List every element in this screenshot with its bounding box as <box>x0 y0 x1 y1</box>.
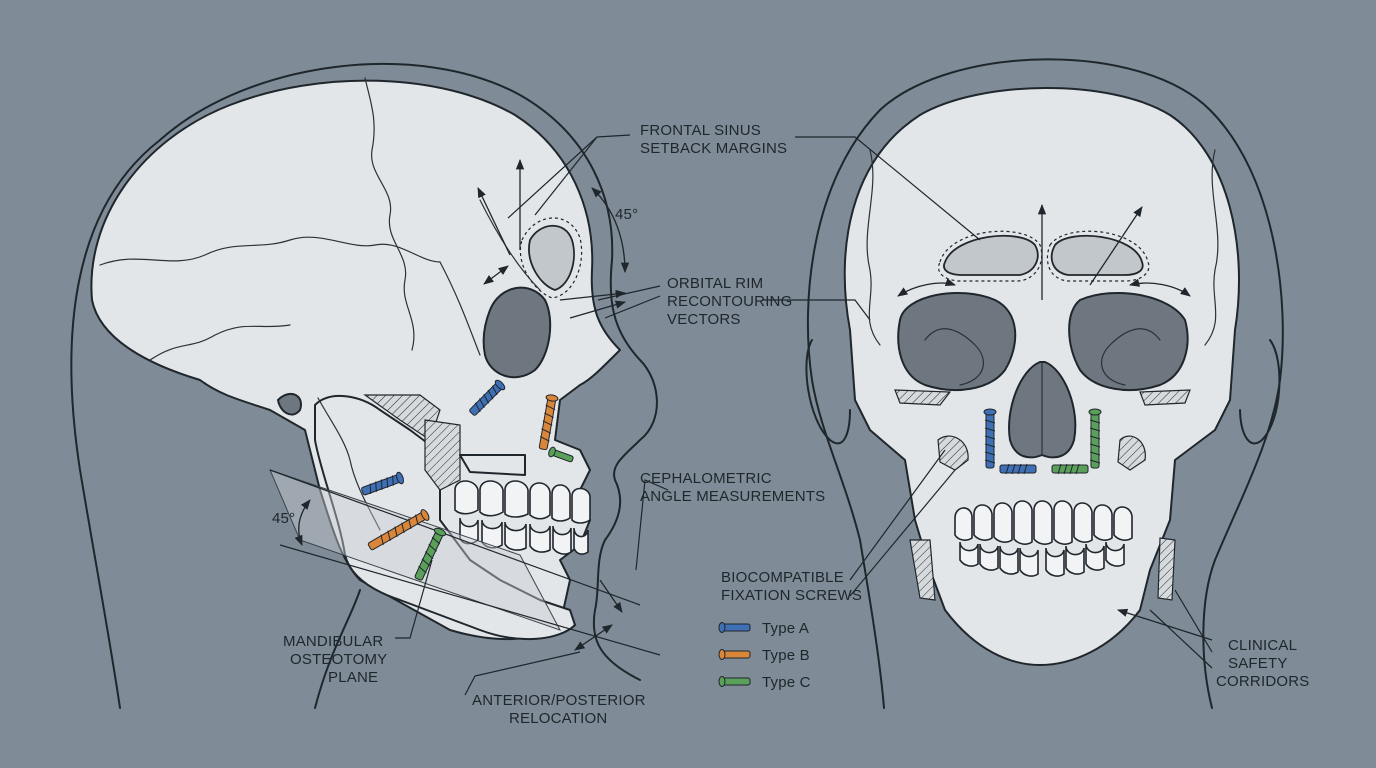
label-frontal-sinus-1: FRONTAL SINUS <box>640 122 761 139</box>
label-mandibular-3: PLANE <box>328 669 378 686</box>
label-orbital-rim-2: RECONTOURING <box>667 293 792 310</box>
frontal-orbit-right <box>1068 291 1189 391</box>
frontal-screw-c2 <box>1051 463 1089 475</box>
label-safety-1: CLINICAL <box>1228 637 1297 654</box>
label-angle-left: 45° <box>272 510 295 527</box>
leader-lines <box>395 134 1213 696</box>
frontal-screw-a2 <box>999 463 1037 475</box>
legend-item-type-c: Type C <box>718 674 811 691</box>
head-front-outline <box>806 58 1284 709</box>
lateral-screw-c2 <box>548 446 574 463</box>
frontal-screw-a1 <box>983 408 997 469</box>
legend-label-type-b: Type B <box>762 647 810 664</box>
lateral-screw-b2 <box>367 509 430 551</box>
label-orbital-rim-1: ORBITAL RIM <box>667 275 763 292</box>
frontal-screw-c1 <box>1088 408 1102 469</box>
frontal-skull <box>805 58 1284 709</box>
legend-label-type-c: Type C <box>762 674 811 691</box>
lateral-screw-c1 <box>414 527 447 581</box>
label-fixation-2: FIXATION SCREWS <box>721 587 862 604</box>
label-frontal-sinus-2: SETBACK MARGINS <box>640 140 787 157</box>
frontal-teeth <box>954 500 1133 577</box>
frontal-sinus-right <box>1050 234 1144 276</box>
label-safety-3: CORRIDORS <box>1216 673 1309 690</box>
label-mandibular-1: MANDIBULAR <box>283 633 383 650</box>
label-angle-top: 45° <box>615 206 638 223</box>
legend-item-type-a: Type A <box>718 620 809 637</box>
legend-item-type-b: Type B <box>718 647 810 664</box>
legend-label-type-a: Type A <box>762 620 809 637</box>
label-orbital-rim-3: VECTORS <box>667 311 741 328</box>
label-cephalometric-2: ANGLE MEASUREMENTS <box>640 488 825 505</box>
label-cephalometric-1: CEPHALOMETRIC <box>640 470 772 487</box>
lateral-screw-b1 <box>538 394 559 451</box>
label-mandibular-2: OSTEOTOMY <box>290 651 387 668</box>
label-relocation-1: ANTERIOR/POSTERIOR <box>472 692 646 709</box>
osteotomy-plane <box>269 469 562 631</box>
frontal-orbit-left <box>897 292 1017 391</box>
lateral-orbit <box>482 286 552 379</box>
lateral-mandible <box>314 394 576 640</box>
label-safety-2: SAFETY <box>1228 655 1288 672</box>
lateral-frontal-sinus <box>528 224 575 291</box>
label-relocation-2: RELOCATION <box>509 710 607 727</box>
lateral-teeth <box>454 480 591 555</box>
annotation-labels: FRONTAL SINUS SETBACK MARGINS 45° ORBITA… <box>272 122 1309 727</box>
screw-legend: Type A Type B Type C <box>718 620 811 691</box>
lateral-skull <box>70 62 661 709</box>
label-fixation-1: BIOCOMPATIBLE <box>721 569 844 586</box>
